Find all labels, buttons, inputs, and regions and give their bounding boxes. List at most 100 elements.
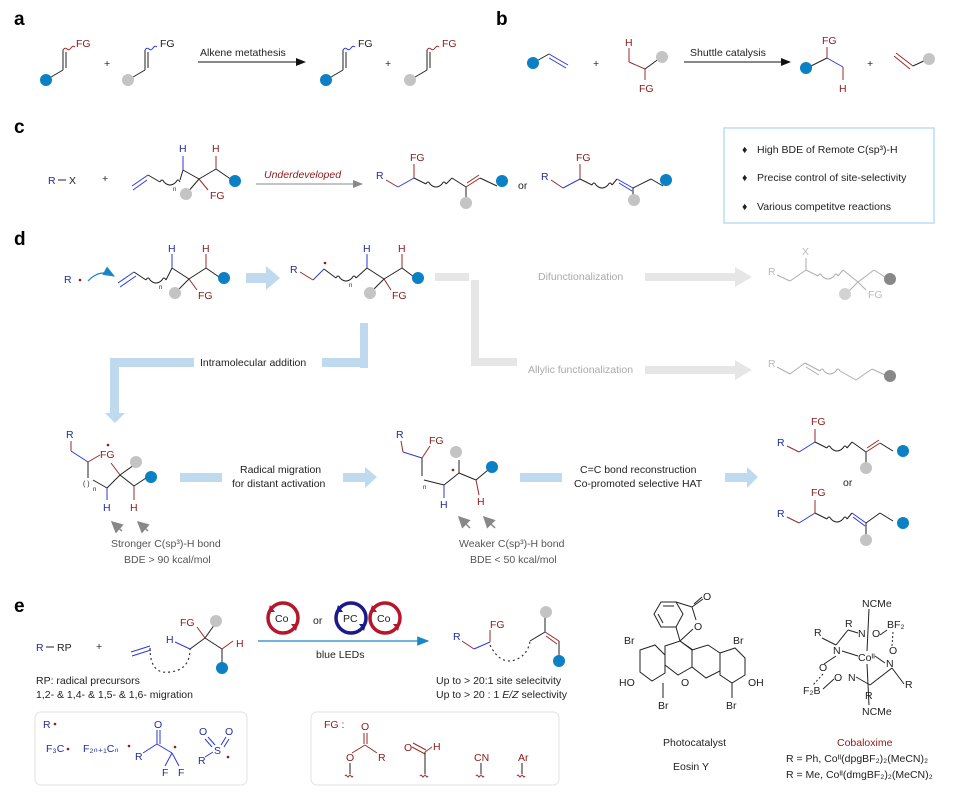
svg-text:H: H bbox=[440, 499, 448, 511]
h-label: H bbox=[212, 143, 220, 155]
svg-text:H: H bbox=[166, 634, 174, 646]
eosin-y-structure: O O Br Br HO OH O Br Br bbox=[619, 591, 764, 712]
plus-sign: + bbox=[102, 173, 108, 185]
product-fg-blue: FG H bbox=[800, 35, 847, 95]
fg-label: FG bbox=[576, 152, 591, 164]
svg-text:FG: FG bbox=[811, 487, 826, 499]
gray-pointer-arrow bbox=[136, 520, 150, 534]
svg-text:F₂B: F₂B bbox=[803, 685, 821, 697]
alkene-blue-red: FG bbox=[40, 38, 91, 86]
r-label: R bbox=[541, 171, 549, 183]
svg-text:FG: FG bbox=[198, 290, 213, 302]
radical-cf3: F₃C bbox=[46, 743, 65, 755]
plus-sign: + bbox=[96, 641, 102, 653]
svg-text:R: R bbox=[814, 627, 822, 639]
svg-text:Br: Br bbox=[658, 700, 669, 712]
fg-label: FG bbox=[76, 38, 91, 50]
gray-substituent-dot bbox=[923, 53, 935, 65]
reagent-rp: RP bbox=[57, 642, 72, 654]
svg-text:Ar: Ar bbox=[518, 752, 529, 764]
h-label: H bbox=[179, 143, 187, 155]
ez-selectivity-label: Up to > 20 : 1 E/Z selectivity bbox=[436, 689, 568, 701]
arrow-label-metathesis: Alkene metathesis bbox=[200, 47, 286, 59]
svg-text:O: O bbox=[889, 645, 897, 657]
curved-arrow bbox=[87, 266, 116, 282]
substrate-d1: n H FG H bbox=[117, 243, 230, 302]
photocatalyst-cycle-icon: PC bbox=[334, 601, 368, 635]
product-trisubstituted-2: R FG bbox=[541, 152, 672, 206]
svg-text:NCMe: NCMe bbox=[862, 598, 892, 610]
panel-label-e: e bbox=[14, 596, 25, 617]
blue-substituent-dot bbox=[320, 74, 332, 86]
final-product-2: R FG bbox=[777, 487, 909, 546]
challenge-item: Precise control of site-selectivity bbox=[757, 172, 907, 184]
svg-text:Co: Co bbox=[275, 613, 289, 625]
cobaloxime-ph-label: R = Ph, Coᴵᴵ(dpgBF₂)₂(MeCN)₂ bbox=[786, 753, 928, 765]
weaker-bond-label: Weaker C(sp³)-H bond bbox=[459, 538, 565, 550]
challenges-list: ♦ High BDE of Remote C(sp³)-H ♦ Precise … bbox=[742, 144, 907, 213]
or-text: or bbox=[518, 180, 528, 192]
svg-text:R: R bbox=[905, 679, 913, 691]
svg-text:R: R bbox=[777, 508, 785, 520]
n-subscript: n bbox=[173, 187, 176, 193]
final-product-1: R FG bbox=[777, 416, 909, 474]
svg-text:H: H bbox=[103, 502, 111, 514]
svg-text:H: H bbox=[202, 243, 210, 255]
radical-intermediate-d: R n H FG H bbox=[290, 243, 424, 302]
weaker-bde-label: BDE < 50 kcal/mol bbox=[470, 554, 557, 566]
panel-label-d: d bbox=[14, 229, 26, 250]
migrated-radical-intermediate: R FG n H H bbox=[396, 429, 498, 511]
svg-text:Br: Br bbox=[624, 635, 635, 647]
svg-text:R: R bbox=[768, 266, 776, 278]
svg-text:O: O bbox=[834, 672, 842, 684]
svg-text:OH: OH bbox=[748, 677, 764, 689]
bullet: ♦ bbox=[742, 201, 748, 213]
svg-text:H: H bbox=[433, 741, 441, 753]
svg-text:F: F bbox=[178, 767, 184, 779]
fg-label: FG bbox=[639, 83, 654, 95]
cobaloxime-me-label: R = Me, Coᴵᴵ(dmgBF₂)₂(MeCN)₂ bbox=[786, 769, 933, 781]
radical-header: R bbox=[43, 719, 51, 731]
panel-label-b: b bbox=[496, 9, 508, 30]
svg-text:N: N bbox=[833, 645, 841, 657]
alkene-gray-blue: FG bbox=[122, 38, 175, 86]
svg-text:R: R bbox=[845, 618, 853, 630]
panel-e: e R RP + H FG H Co or bbox=[14, 591, 933, 786]
panel-d: d Difunctionalization Allylic functional… bbox=[14, 229, 909, 566]
fg-label: FG bbox=[210, 190, 225, 202]
svg-text:n: n bbox=[423, 485, 426, 491]
svg-text:H: H bbox=[363, 243, 371, 255]
alkyl-fg-gray: H FG bbox=[625, 37, 668, 95]
svg-text:R: R bbox=[378, 752, 386, 764]
plus-sign: + bbox=[385, 58, 391, 70]
product-e: R FG bbox=[453, 606, 565, 667]
svg-text:Br: Br bbox=[726, 700, 737, 712]
fg-label: FG bbox=[160, 38, 175, 50]
svg-text:FG: FG bbox=[811, 416, 826, 428]
svg-text:O: O bbox=[694, 621, 702, 633]
svg-text:R: R bbox=[290, 264, 298, 276]
or-text: or bbox=[313, 615, 323, 627]
stronger-bond-label: Stronger C(sp³)-H bond bbox=[111, 538, 221, 550]
svg-text:R: R bbox=[135, 751, 143, 763]
svg-text:Br: Br bbox=[733, 635, 744, 647]
arrow-label-shuttle: Shuttle catalysis bbox=[690, 47, 766, 59]
allylic-product: R bbox=[768, 358, 896, 382]
svg-text:R: R bbox=[777, 437, 785, 449]
svg-text:N: N bbox=[886, 658, 894, 670]
pathway-intramolecular-addition: Intramolecular addition bbox=[200, 357, 306, 369]
svg-text:R: R bbox=[66, 429, 74, 441]
migration-note: 1,2- & 1,4- & 1,5- & 1,6- migration bbox=[36, 689, 193, 701]
gray-substituent-dot bbox=[460, 197, 472, 209]
alkene-gray-red bbox=[893, 52, 935, 70]
svg-text:R: R bbox=[198, 755, 206, 767]
stronger-bde-label: BDE > 90 kcal/mol bbox=[124, 554, 211, 566]
gray-pointer-arrow bbox=[457, 515, 471, 529]
reagent-x: X bbox=[69, 175, 76, 187]
svg-text:F: F bbox=[162, 767, 168, 779]
svg-text:H: H bbox=[168, 243, 176, 255]
svg-text:Coᴵᴵ: Coᴵᴵ bbox=[858, 652, 875, 664]
sulfonyl-radical: O O S R bbox=[198, 726, 233, 767]
cobalt-cycle-icon: Co bbox=[266, 601, 300, 635]
